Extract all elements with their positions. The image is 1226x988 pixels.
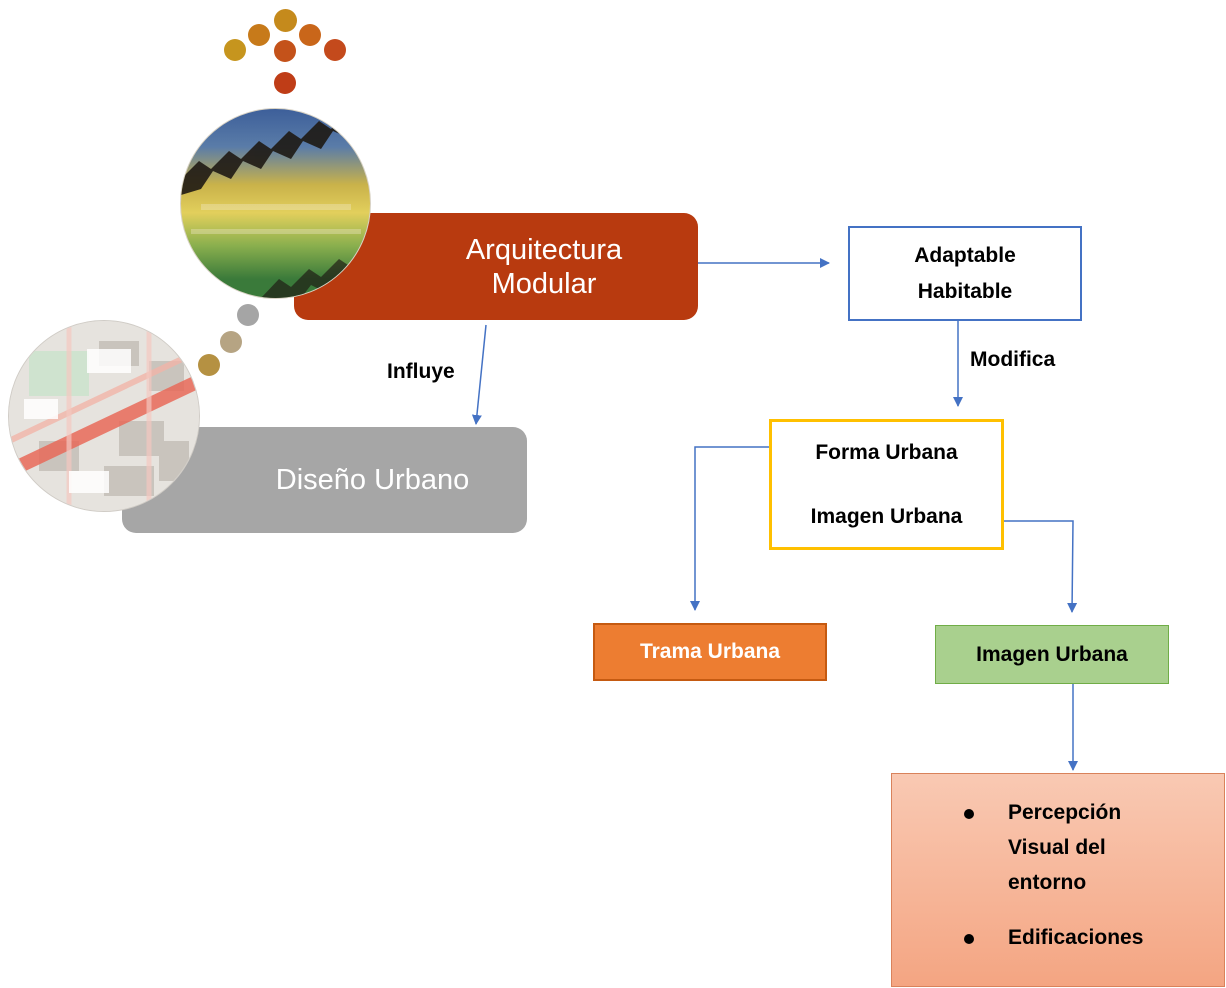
trama-urbana-label: Trama Urbana (639, 640, 781, 663)
urban-map-image (8, 320, 200, 512)
adaptable-habitable-node: Adaptable Habitable (848, 226, 1082, 321)
imagen-urbana-node: Imagen Urbana (935, 625, 1169, 684)
arrow-forma-to-trama (690, 446, 769, 611)
arquitectura-modular-line1: Arquitectura (465, 233, 623, 266)
decorative-dot (324, 39, 346, 61)
diseno-urbano-label: Diseño Urbano (275, 463, 470, 496)
percepcion-line2: Visual del (1008, 836, 1106, 859)
adaptable-label: Adaptable (914, 243, 1016, 267)
decorative-dot (274, 72, 296, 94)
edificaciones-label: Edificaciones (1008, 926, 1144, 949)
influye-label: Influye (387, 360, 455, 383)
arrow-forma-to-imagen (1004, 520, 1078, 613)
arquitectura-modular-line2: Modular (491, 267, 597, 300)
forma-imagen-urbana-node: Forma Urbana Imagen Urbana (769, 419, 1004, 550)
textile-pattern-image (180, 108, 371, 299)
habitable-label: Habitable (917, 279, 1013, 303)
forma-urbana-label: Forma Urbana (815, 440, 958, 464)
modifica-label: Modifica (970, 348, 1056, 371)
arrow-arquitectura-to-diseno (471, 324, 487, 425)
percepcion-edificaciones-node: Percepción Visual del entorno Edificacio… (891, 773, 1225, 987)
decorative-dot (274, 9, 297, 32)
bullet-icon (964, 934, 974, 944)
percepcion-line3: entorno (1008, 871, 1087, 894)
decorative-dot (224, 39, 246, 61)
imagen-urbana-inner-label: Imagen Urbana (810, 504, 963, 528)
decorative-dot (198, 354, 220, 376)
imagen-urbana-label: Imagen Urbana (976, 642, 1128, 666)
bullet-icon (964, 809, 974, 819)
percepcion-line1: Percepción (1008, 801, 1122, 824)
decorative-dot (237, 304, 259, 326)
decorative-dot (248, 24, 270, 46)
trama-urbana-node: Trama Urbana (593, 623, 827, 681)
decorative-dot (220, 331, 242, 353)
decorative-dot (274, 40, 296, 62)
decorative-dot (299, 24, 321, 46)
